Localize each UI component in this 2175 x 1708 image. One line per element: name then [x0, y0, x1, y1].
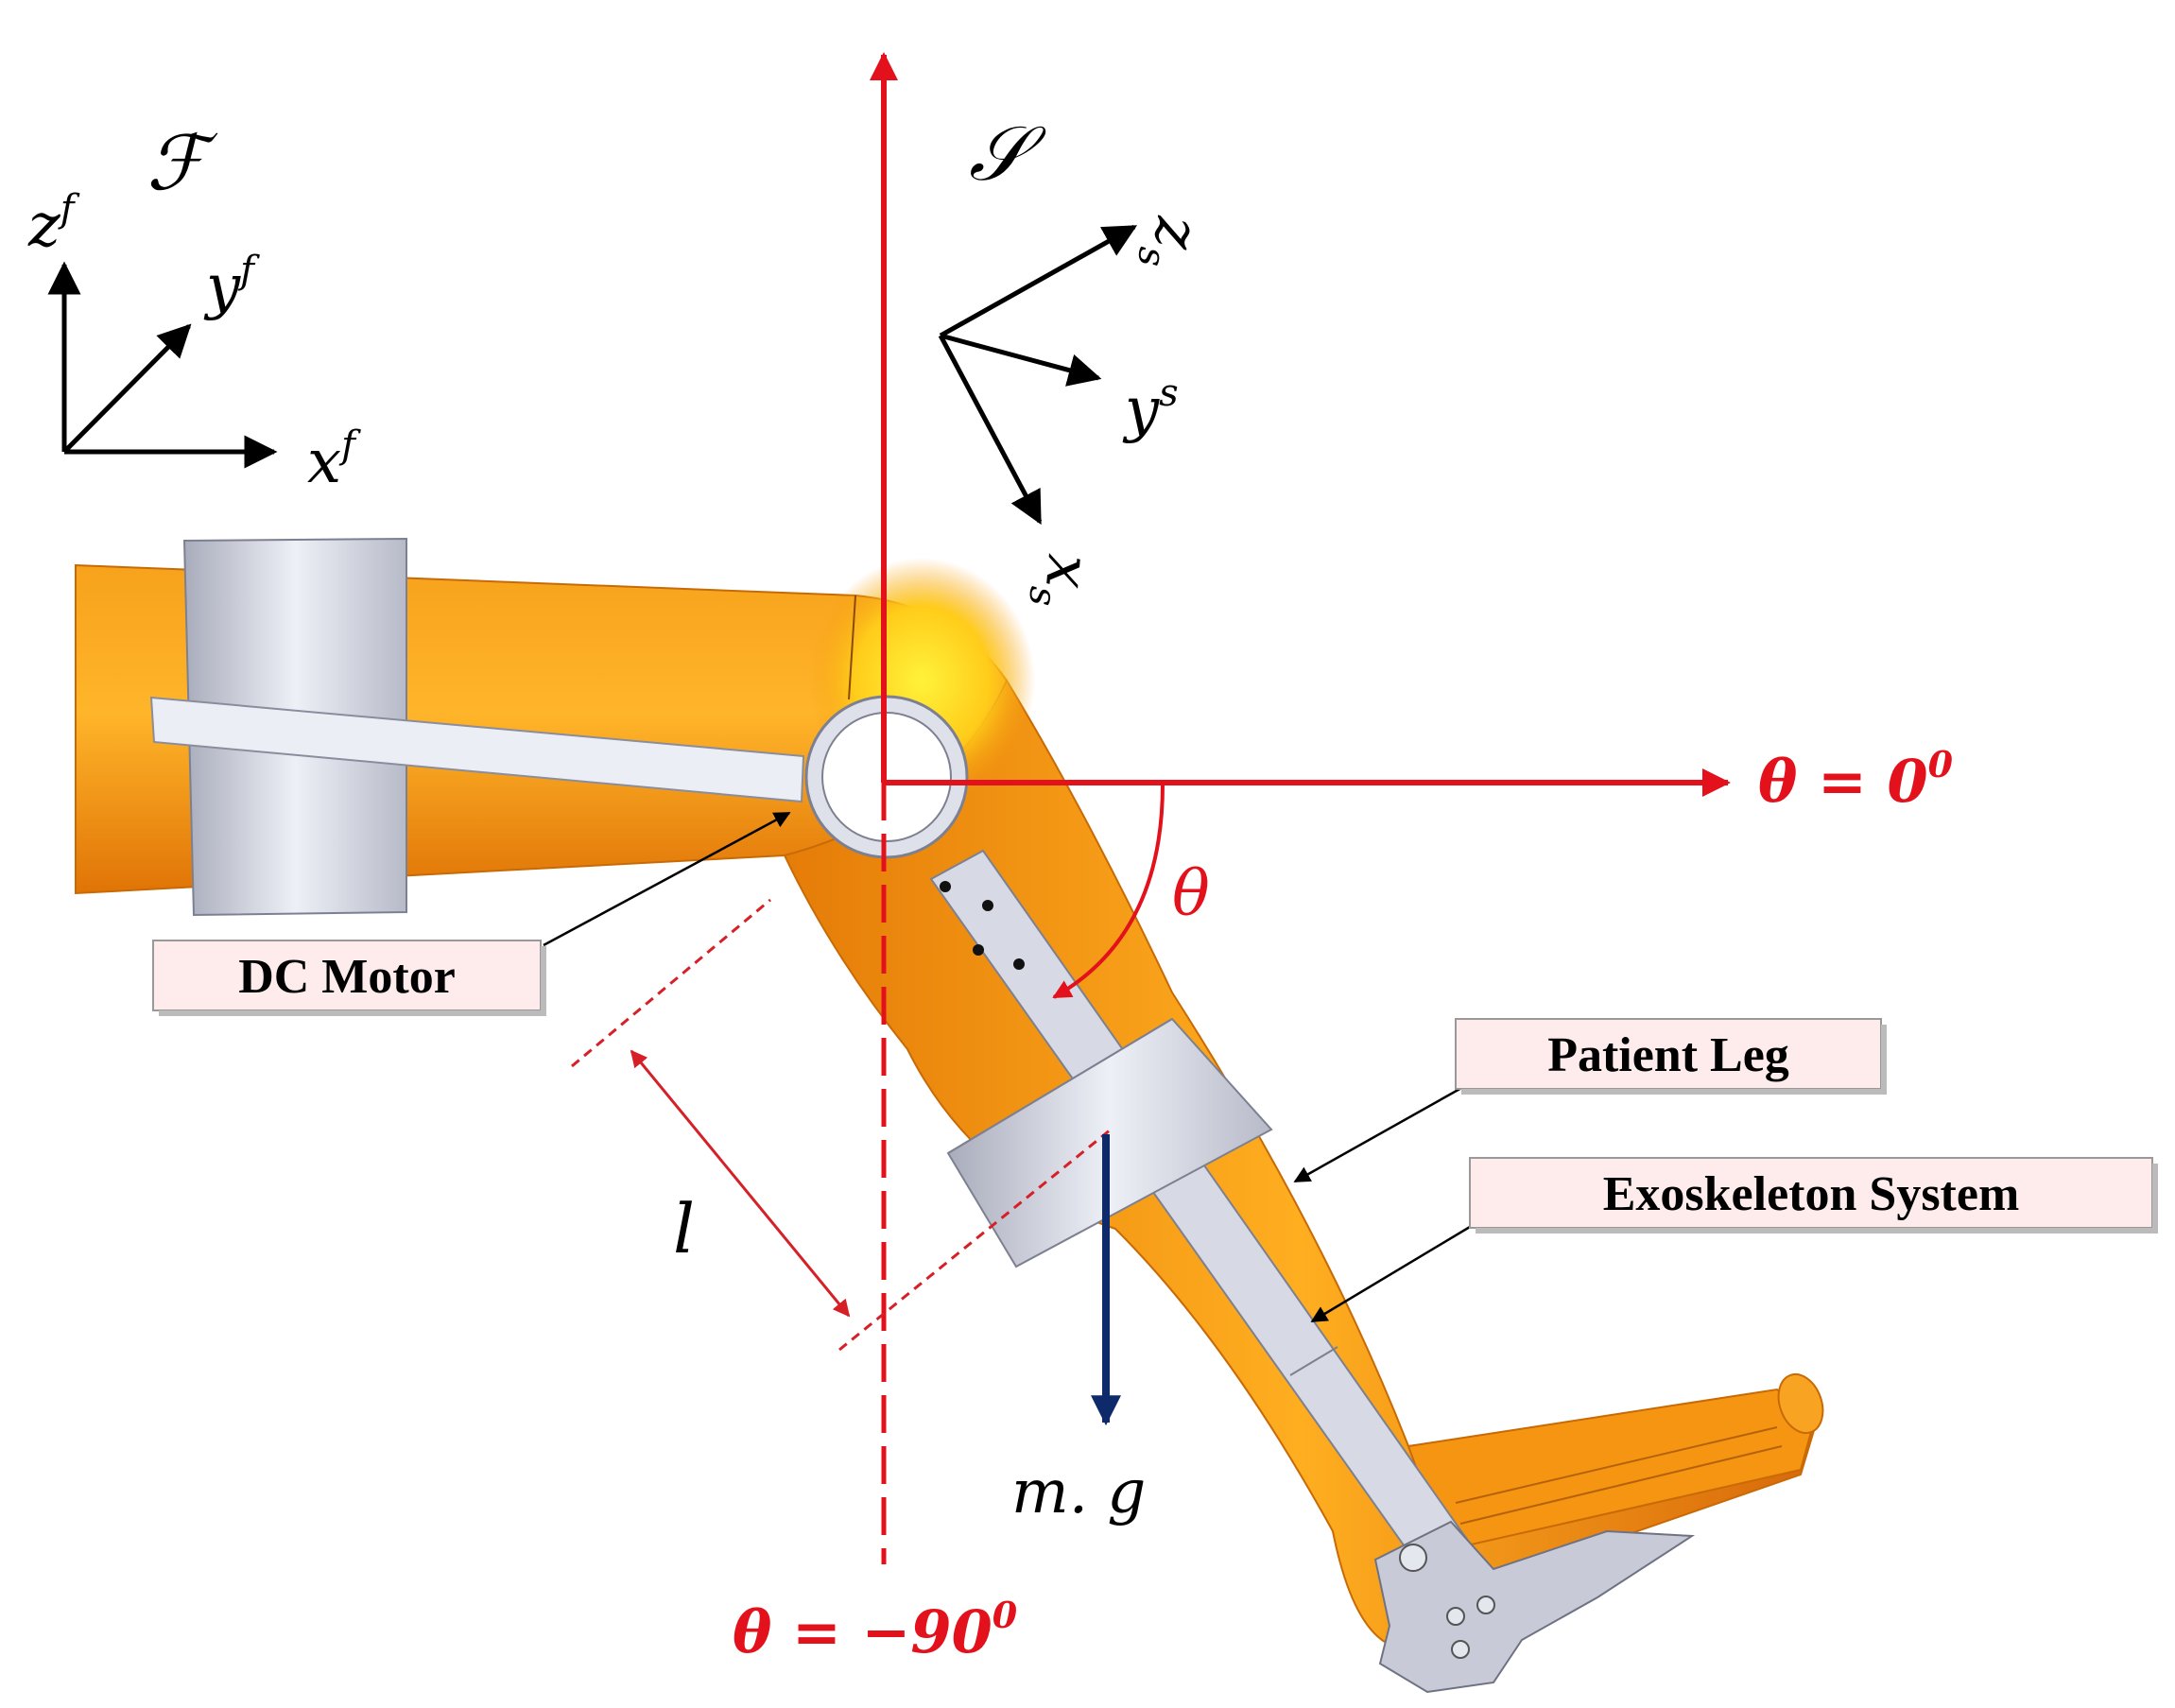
shank-z-label: zs	[1129, 213, 1212, 271]
exoskeleton-label: Exoskeleton System	[1603, 1167, 2020, 1221]
theta-label: θ	[1172, 857, 1210, 930]
reference-axes	[870, 52, 1731, 1564]
fixed-y-label: yf	[203, 249, 260, 322]
exoskeleton-system	[149, 537, 1696, 1694]
shank-y-label: ys	[1122, 371, 1179, 445]
fixed-frame-axes	[47, 261, 278, 469]
weight-label: m. g	[1011, 1458, 1146, 1527]
theta-zero-label: θ = 00	[1758, 743, 1954, 816]
theta-minus90-label: θ = −900	[733, 1594, 1018, 1666]
fixed-x-label: xf	[307, 423, 361, 497]
shank-x-label: xs	[1020, 551, 1104, 612]
exoskeleton-callout: Exoskeleton System	[1469, 1157, 2158, 1234]
patient-leg-callout: Patient Leg	[1455, 1018, 1887, 1095]
fixed-z-label: zf	[27, 187, 80, 261]
length-arrow	[630, 1049, 851, 1318]
theta-arc	[1052, 784, 1165, 999]
shank-frame-name: 𝒮	[969, 110, 1046, 198]
patient-leg-label: Patient Leg	[1547, 1028, 1789, 1082]
length-label: l	[673, 1189, 695, 1268]
shank-frame-axes	[938, 224, 1138, 526]
dc-motor-callout: DC Motor	[152, 940, 546, 1016]
toe-cap	[1777, 1373, 1824, 1434]
fixed-frame-name: ℱ	[147, 119, 218, 207]
callout-lines	[543, 811, 1476, 1323]
thigh-bar	[149, 696, 805, 803]
length-dimension	[571, 898, 1112, 1352]
dc-motor-label: DC Motor	[238, 950, 456, 1004]
